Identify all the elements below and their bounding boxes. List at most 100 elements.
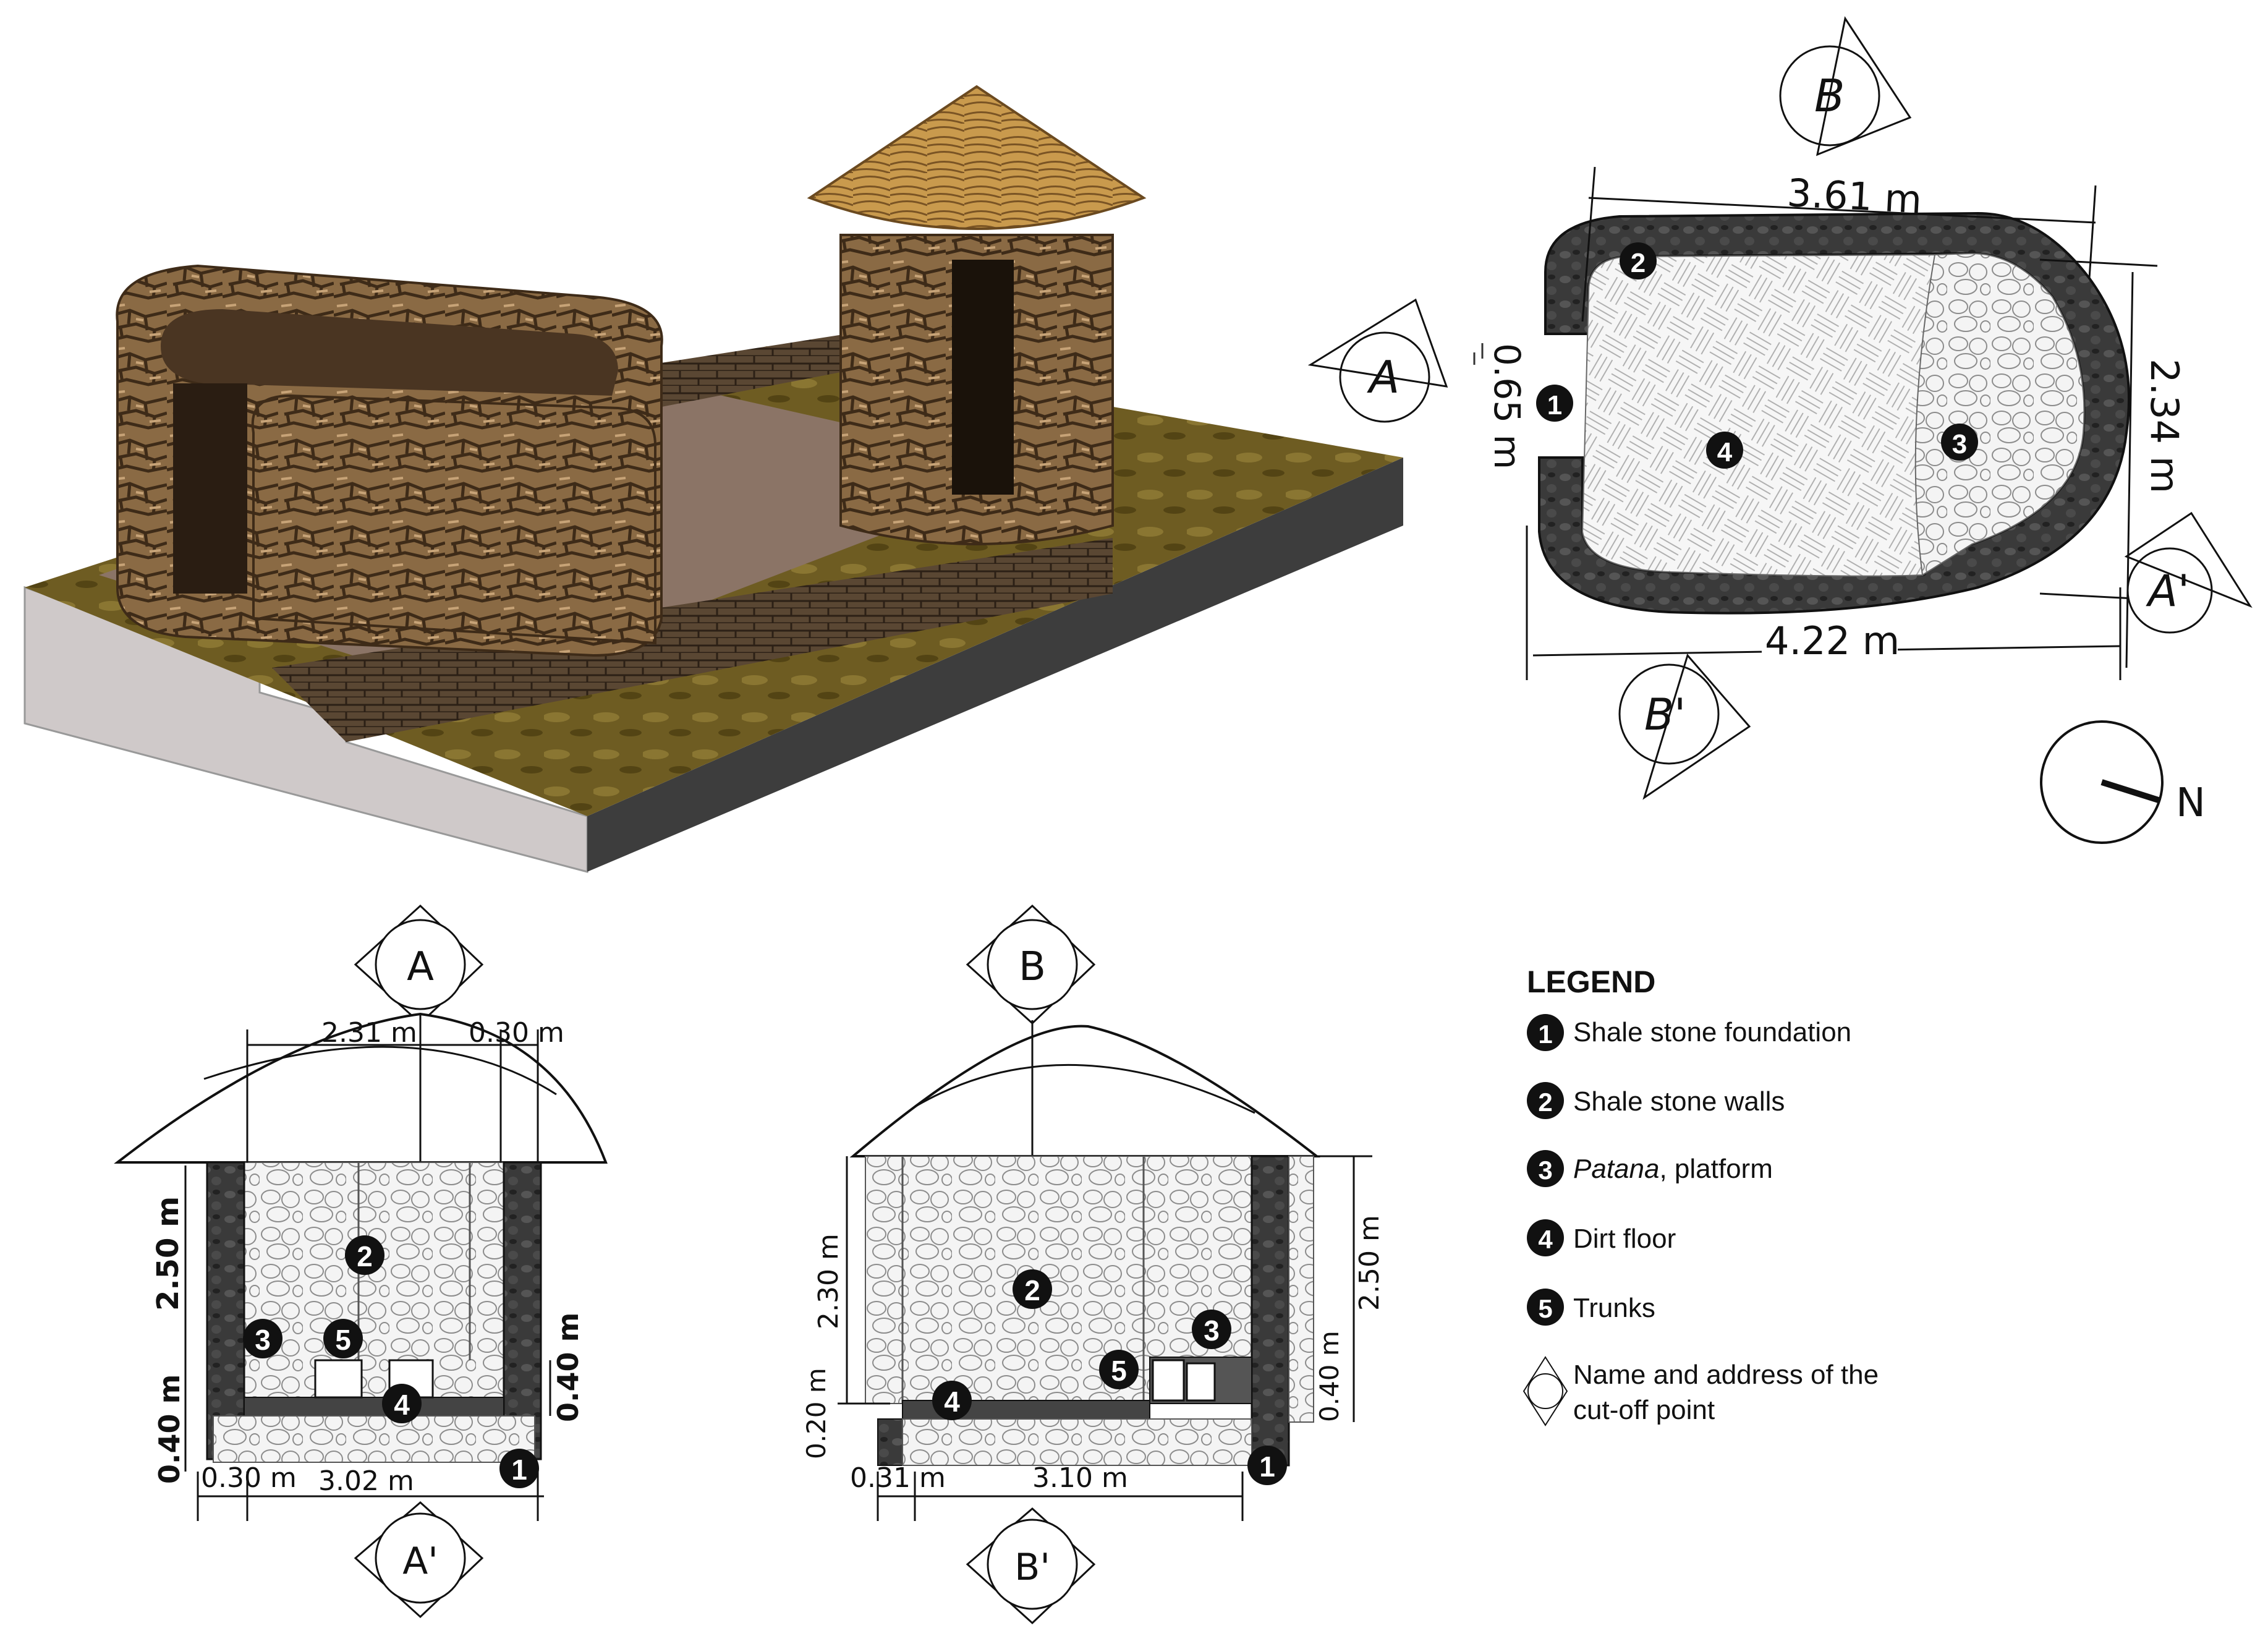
legend: LEGEND 1 Shale stone foundation 2 Shale … [1523, 965, 1879, 1426]
plan-cut-marker-a: A [1307, 298, 1448, 423]
cut-point-icon [1523, 1356, 1568, 1426]
svg-text:2: 2 [1024, 1274, 1040, 1306]
plan-dim-right: 2.34 m [2142, 359, 2187, 493]
section-a-floor [244, 1397, 504, 1417]
plan-cut-marker-b-prime: B' [1618, 653, 1751, 800]
legend-label-cut-line1: Name and address of the [1573, 1360, 1879, 1390]
section-b-dim-wall-height-left: 2.30 m [813, 1234, 844, 1329]
plan-dirt-floor [1581, 254, 1936, 577]
base-right-face [587, 458, 1403, 872]
svg-text:2: 2 [1538, 1088, 1552, 1117]
plan-platform [1914, 252, 2085, 576]
svg-text:5: 5 [1538, 1294, 1552, 1323]
svg-text:5: 5 [335, 1324, 351, 1356]
plan-cut-marker-b: B [1779, 16, 1912, 156]
legend-label-5: Trunks [1573, 1293, 1655, 1323]
legend-item-1: 1 Shale stone foundation [1527, 1014, 1851, 1051]
plan-dim-top: 3.61 m [1786, 170, 1923, 222]
plan-dim-bottom: 4.22 m [1765, 618, 1900, 663]
plan-dimension-right: 2.34 m [2039, 258, 2187, 668]
svg-text:1: 1 [1538, 1020, 1552, 1049]
section-a: A 2.31 m 0.30 m 2.50 m 0.40 m 0.40 m [114, 904, 608, 1619]
plan-marker-2: 2 [1620, 242, 1657, 279]
section-b-cut-bottom: B' [966, 1507, 1096, 1625]
legend-item-3: 3 Patana, platform [1527, 1150, 1773, 1187]
section-a-dim-interior-width: 3.02 m [318, 1465, 414, 1497]
section-b: B 2.30 m 0.20 m 2.50 m 0.40 m [801, 904, 1385, 1625]
section-a-dim-roof-span: 2.31 m [321, 1017, 417, 1049]
round-thatched-hut [807, 85, 1147, 545]
svg-text:B: B [1814, 70, 1845, 122]
legend-item-5: 5 Trunks [1527, 1289, 1655, 1326]
svg-text:4: 4 [1717, 437, 1733, 467]
section-a-marker-5: 5 [323, 1319, 363, 1358]
section-b-dim-floor-height: 0.20 m [801, 1368, 831, 1459]
plan-marker-3: 3 [1941, 424, 1978, 461]
svg-text:1: 1 [1547, 390, 1562, 420]
section-b-dim-wall-height-right: 2.50 m [1354, 1215, 1385, 1311]
legend-title: LEGEND [1527, 965, 1655, 999]
legend-item-cut-point: Name and address of the cut-off point [1523, 1356, 1879, 1426]
svg-text:4: 4 [1538, 1225, 1553, 1254]
svg-text:3: 3 [1538, 1156, 1552, 1185]
plan-marker-4: 4 [1706, 432, 1743, 469]
section-b-marker-3: 3 [1192, 1310, 1231, 1349]
section-a-left-wall [206, 1161, 245, 1460]
svg-text:A: A [407, 944, 434, 990]
svg-text:1: 1 [1259, 1451, 1275, 1483]
svg-text:5: 5 [1111, 1355, 1127, 1387]
svg-text:4: 4 [394, 1389, 410, 1421]
svg-text:4: 4 [944, 1386, 960, 1418]
svg-text:2: 2 [1631, 248, 1646, 278]
perimeter-wall-back [649, 334, 847, 408]
legend-item-4: 4 Dirt floor [1527, 1219, 1676, 1256]
section-b-cut-top: B [966, 904, 1096, 1025]
svg-text:A': A' [2146, 566, 2189, 616]
section-b-marker-4: 4 [932, 1381, 972, 1420]
legend-label-1: Shale stone foundation [1573, 1017, 1851, 1047]
section-b-foundation [902, 1418, 1252, 1466]
floor-plan: 3.61 m 2.34 m 4.22 m 0.65 m A B [1307, 16, 2253, 844]
section-a-cut-bottom: A' [354, 1501, 484, 1619]
svg-text:A: A [1367, 351, 1399, 403]
svg-text:1: 1 [511, 1454, 527, 1486]
plan-dimension-top: 3.61 m [1581, 166, 2097, 322]
legend-label-3: Patana, platform [1573, 1154, 1773, 1184]
section-b-roof [849, 1025, 1320, 1157]
svg-text:3: 3 [1204, 1315, 1220, 1347]
section-a-right-wall [503, 1161, 542, 1460]
svg-text:B: B [1019, 944, 1046, 990]
section-a-marker-3: 3 [243, 1319, 282, 1358]
svg-text:2: 2 [357, 1240, 373, 1272]
section-b-marker-1: 1 [1247, 1446, 1287, 1485]
svg-text:B': B' [1014, 1546, 1050, 1589]
section-a-dim-platform-height: 0.40 m [551, 1313, 585, 1422]
isometric-render [23, 85, 1403, 873]
section-a-foundation [213, 1415, 535, 1463]
section-a-marker-2: 2 [345, 1235, 384, 1275]
section-b-dim-platform-height: 0.40 m [1314, 1331, 1344, 1422]
section-a-marker-1: 1 [499, 1449, 539, 1488]
svg-text:B': B' [1644, 689, 1686, 740]
oval-stone-house [116, 264, 663, 657]
north-arrow-icon: N [2040, 720, 2206, 844]
section-a-dim-foundation-height: 0.40 m [153, 1374, 186, 1484]
section-b-marker-5: 5 [1099, 1350, 1139, 1389]
section-b-dim-wall-thickness: 0.31 m [850, 1462, 946, 1494]
svg-text:A': A' [402, 1540, 438, 1583]
legend-label-4: Dirt floor [1573, 1224, 1676, 1254]
section-b-marker-2: 2 [1013, 1269, 1052, 1309]
svg-text:3: 3 [255, 1324, 271, 1356]
plan-cut-marker-a-prime: A' [2124, 511, 2253, 634]
perimeter-wall [272, 538, 1113, 742]
section-a-cut-top: A [354, 904, 484, 1025]
section-a-marker-4: 4 [382, 1384, 422, 1423]
legend-item-2: 2 Shale stone walls [1527, 1082, 1785, 1119]
section-a-dim-wall-thickness: 0.30 m [201, 1462, 297, 1494]
section-a-dim-wall-height: 2.50 m [151, 1196, 185, 1311]
legend-label-2: Shale stone walls [1573, 1086, 1785, 1117]
plan-dim-door: 0.65 m [1486, 343, 1528, 469]
section-a-dim-roof-overhang: 0.30 m [469, 1017, 564, 1049]
legend-label-cut-line2: cut-off point [1573, 1395, 1715, 1425]
plan-dimension-bottom: 4.22 m [1526, 526, 2121, 680]
